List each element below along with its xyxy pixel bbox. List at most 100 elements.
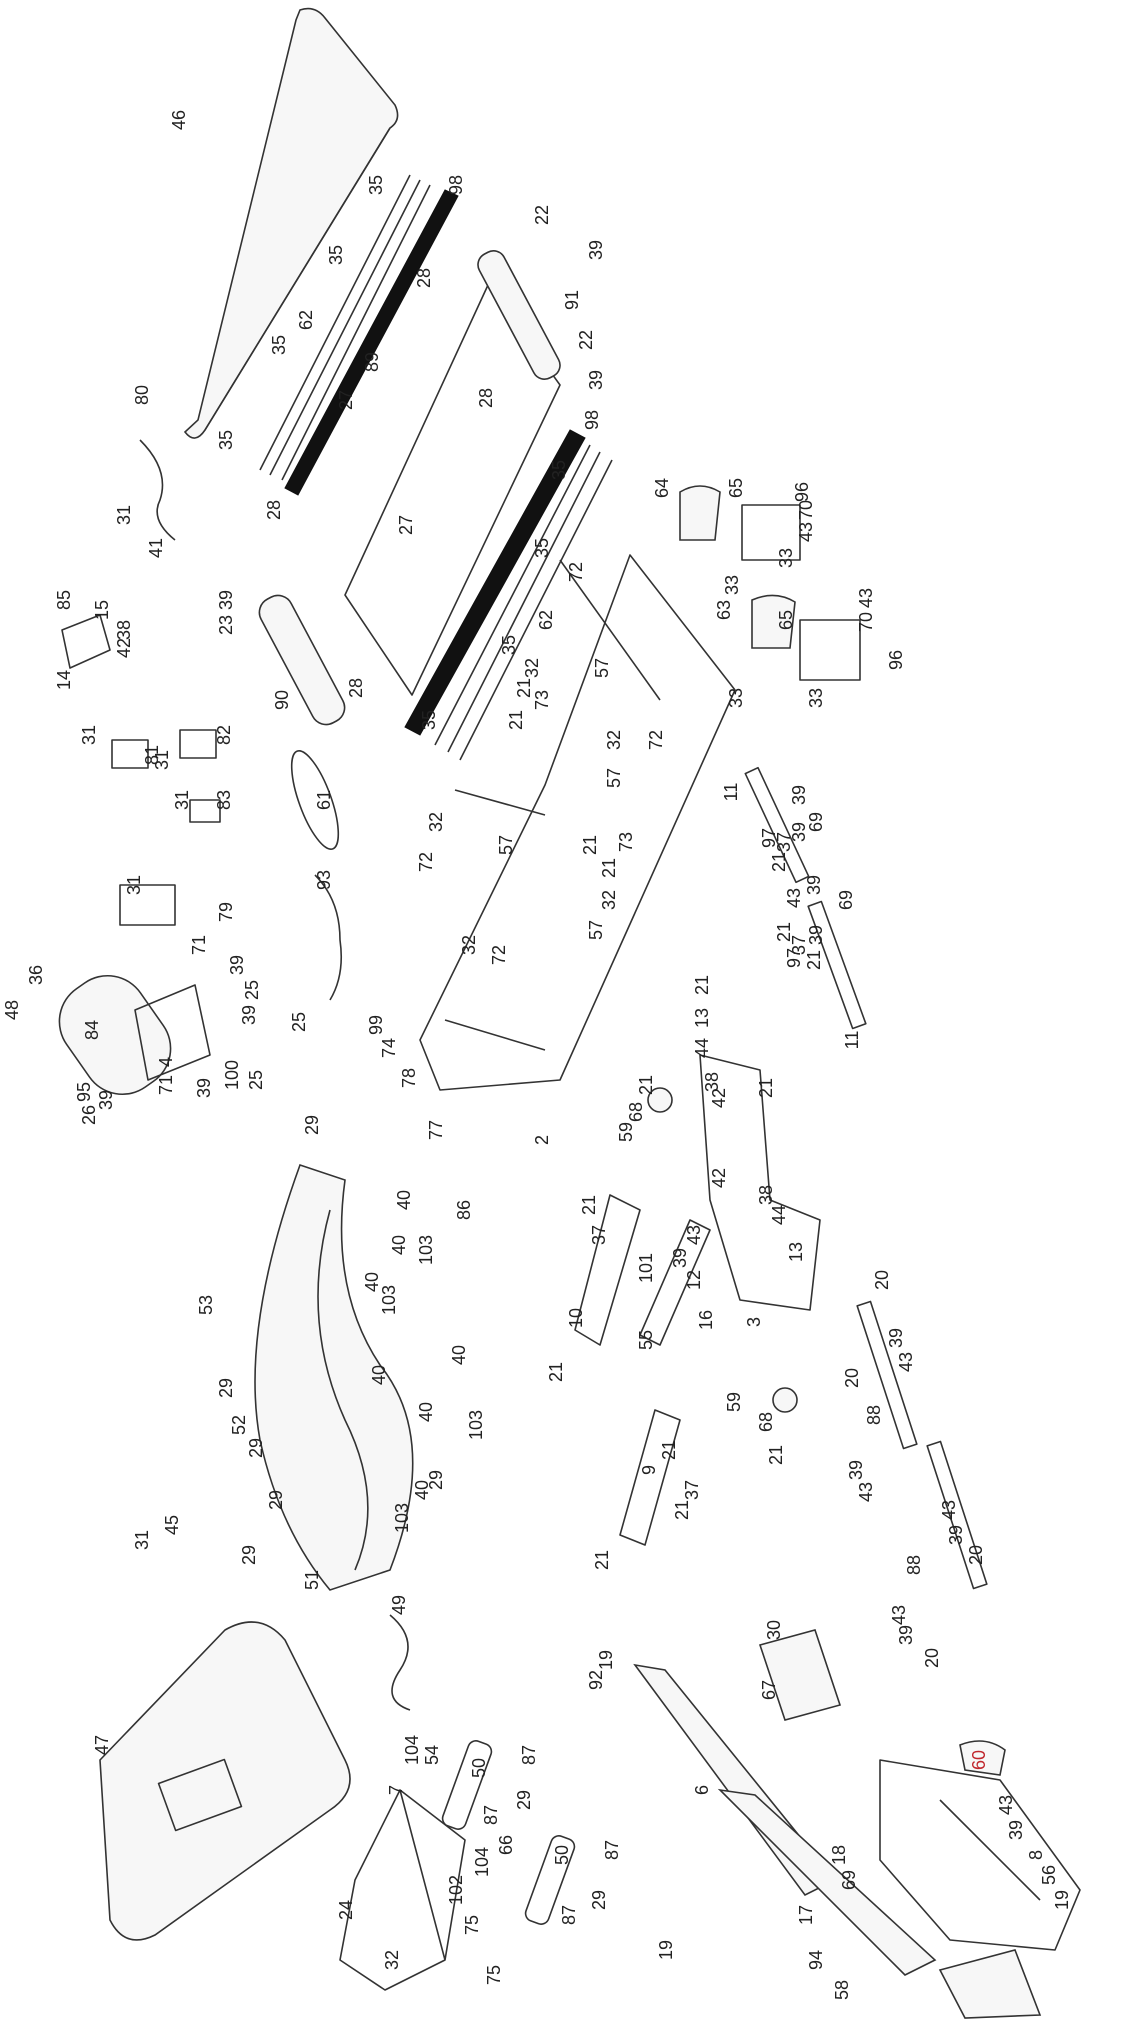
callout-33: 33 bbox=[722, 575, 742, 595]
callout-37: 37 bbox=[589, 1225, 609, 1245]
callout-36: 36 bbox=[26, 965, 46, 985]
callout-103: 103 bbox=[379, 1285, 399, 1315]
callout-92: 92 bbox=[586, 1670, 606, 1690]
callout-25: 25 bbox=[289, 1012, 309, 1032]
callout-58: 58 bbox=[832, 1980, 852, 2000]
callout-49: 49 bbox=[389, 1595, 409, 1615]
upright-right bbox=[717, 1788, 937, 1976]
callout-53: 53 bbox=[196, 1295, 216, 1315]
callout-39: 39 bbox=[804, 875, 824, 895]
callout-84: 84 bbox=[82, 1020, 102, 1040]
callout-81: 81 bbox=[142, 745, 162, 765]
callout-40: 40 bbox=[449, 1345, 469, 1365]
callout-23: 23 bbox=[216, 615, 236, 635]
callout-12: 12 bbox=[684, 1270, 704, 1290]
callout-28: 28 bbox=[476, 388, 496, 408]
callout-59: 59 bbox=[724, 1392, 744, 1412]
grip-right bbox=[524, 1835, 576, 1925]
callout-96: 96 bbox=[792, 482, 812, 502]
callout-35: 35 bbox=[216, 430, 236, 450]
callout-38: 38 bbox=[114, 620, 134, 640]
callout-61: 61 bbox=[314, 790, 334, 810]
callout-21: 21 bbox=[766, 1445, 786, 1465]
callout-101: 101 bbox=[636, 1253, 656, 1283]
callout-31: 31 bbox=[124, 875, 144, 895]
motor-bracket bbox=[134, 984, 211, 1081]
callout-72: 72 bbox=[489, 945, 509, 965]
callout-21: 21 bbox=[546, 1362, 566, 1382]
callout-26: 26 bbox=[79, 1105, 99, 1125]
callout-38: 38 bbox=[756, 1185, 776, 1205]
callout-29: 29 bbox=[514, 1790, 534, 1810]
callout-59: 59 bbox=[616, 1122, 636, 1142]
callout-21: 21 bbox=[599, 858, 619, 878]
end-cap-left bbox=[751, 594, 796, 649]
callout-13: 13 bbox=[692, 1008, 712, 1028]
side-rail-bottom bbox=[434, 444, 613, 761]
callout-16: 16 bbox=[696, 1310, 716, 1330]
callout-18: 18 bbox=[829, 1845, 849, 1865]
callout-89: 89 bbox=[362, 352, 382, 372]
lift-frame bbox=[699, 1054, 821, 1311]
callout-40: 40 bbox=[369, 1365, 389, 1385]
front-roller bbox=[258, 594, 346, 726]
main-frame bbox=[419, 554, 736, 1091]
callout-98: 98 bbox=[582, 410, 602, 430]
callout-74: 74 bbox=[379, 1038, 399, 1058]
callout-35: 35 bbox=[326, 245, 346, 265]
callout-57: 57 bbox=[586, 920, 606, 940]
callout-21: 21 bbox=[636, 1075, 656, 1095]
callout-65: 65 bbox=[776, 610, 796, 630]
callout-86: 86 bbox=[454, 1200, 474, 1220]
callout-39: 39 bbox=[194, 1078, 214, 1098]
callout-57: 57 bbox=[496, 835, 516, 855]
callout-72: 72 bbox=[646, 730, 666, 750]
callout-14: 14 bbox=[54, 670, 74, 690]
callout-29: 29 bbox=[246, 1438, 266, 1458]
callout-66: 66 bbox=[496, 1835, 516, 1855]
callout-43: 43 bbox=[889, 1605, 909, 1625]
callout-15: 15 bbox=[92, 600, 112, 620]
callout-31: 31 bbox=[114, 505, 134, 525]
callout-13: 13 bbox=[786, 1242, 806, 1262]
callout-39: 39 bbox=[846, 1460, 866, 1480]
callout-50: 50 bbox=[469, 1758, 489, 1778]
wheel-top bbox=[647, 1087, 673, 1113]
callout-39: 39 bbox=[227, 955, 247, 975]
callout-45: 45 bbox=[162, 1515, 182, 1535]
wheel-bottom bbox=[772, 1387, 798, 1413]
callout-11: 11 bbox=[721, 783, 741, 802]
callout-28: 28 bbox=[346, 678, 366, 698]
callout-33: 33 bbox=[806, 688, 826, 708]
callout-6: 6 bbox=[692, 1785, 712, 1795]
rod-top bbox=[744, 766, 810, 884]
callout-19: 19 bbox=[596, 1650, 616, 1670]
stabilizer-b bbox=[926, 1440, 988, 1590]
callout-68: 68 bbox=[756, 1412, 776, 1432]
callout-67: 67 bbox=[759, 1680, 779, 1700]
callout-9: 9 bbox=[639, 1465, 659, 1475]
callout-29: 29 bbox=[426, 1470, 446, 1490]
callout-57: 57 bbox=[592, 658, 612, 678]
callout-29: 29 bbox=[266, 1490, 286, 1510]
callout-21: 21 bbox=[514, 678, 534, 698]
callout-99: 99 bbox=[366, 1015, 386, 1035]
callout-72: 72 bbox=[416, 852, 436, 872]
callout-104: 104 bbox=[472, 1847, 492, 1877]
callout-30: 30 bbox=[764, 1620, 784, 1640]
callout-31: 31 bbox=[132, 1530, 152, 1550]
callout-28: 28 bbox=[414, 268, 434, 288]
callout-10: 10 bbox=[566, 1308, 586, 1328]
drive-belt bbox=[290, 750, 340, 850]
end-cap-right bbox=[679, 485, 721, 541]
callout-94: 94 bbox=[806, 1950, 826, 1970]
base-end-cap bbox=[959, 1740, 1006, 1776]
sensor-cable bbox=[389, 1614, 411, 1711]
deck-board bbox=[183, 7, 399, 439]
callout-48: 48 bbox=[2, 1000, 22, 1020]
callout-102: 102 bbox=[446, 1875, 466, 1905]
callout-38: 38 bbox=[702, 1072, 722, 1092]
callout-25: 25 bbox=[246, 1070, 266, 1090]
callout-50: 50 bbox=[552, 1845, 572, 1865]
